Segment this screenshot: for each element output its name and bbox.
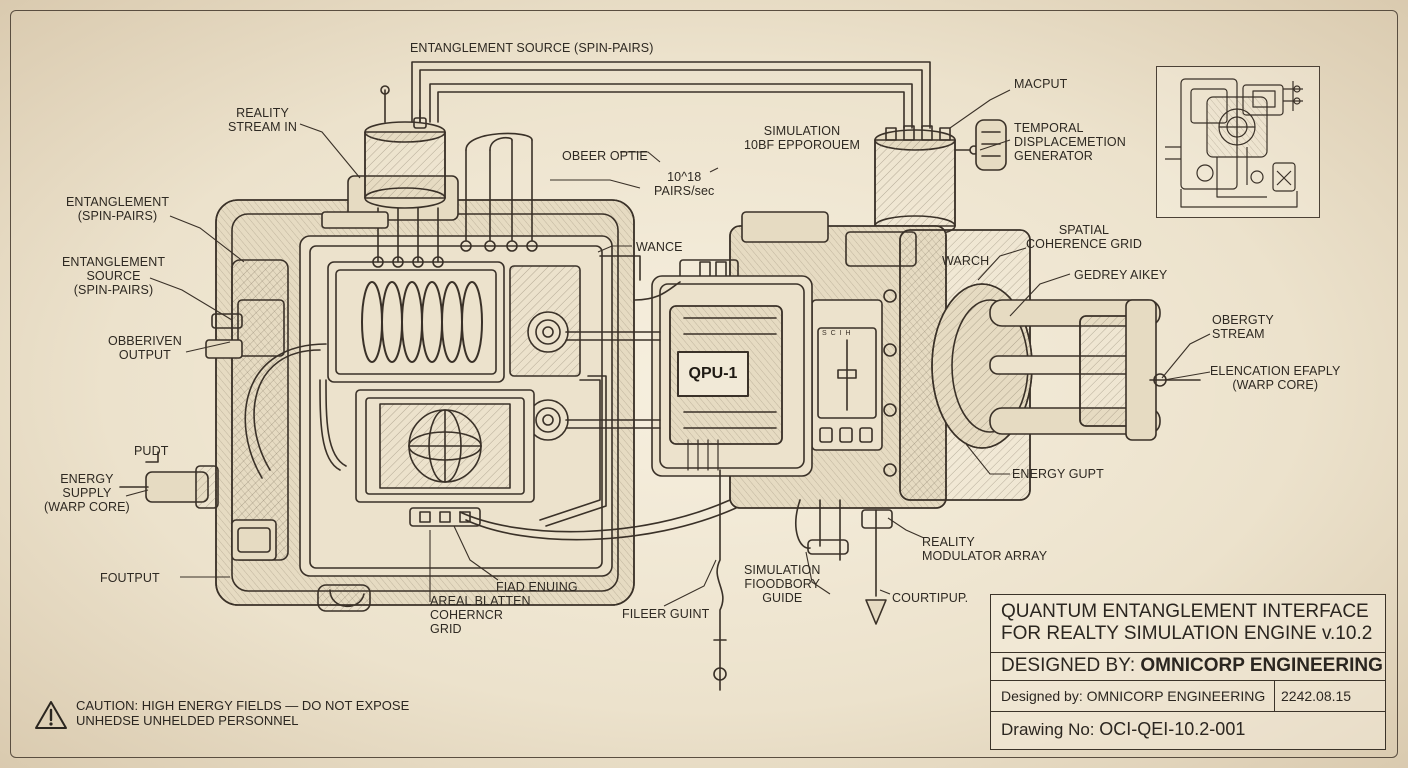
label-foutput: FOUTPUT <box>100 571 160 585</box>
input-canister <box>321 85 538 268</box>
label-macput: MACPUT <box>1014 77 1068 91</box>
output-canister <box>874 119 1007 237</box>
designed-by-row: DESIGNED BY: OMNICORP ENGINEERING <box>991 653 1385 681</box>
designed-by-small: Designed by: OMNICORP ENGINEERING <box>1001 688 1266 704</box>
label-wance: WANCE <box>636 240 683 254</box>
inset-drawing <box>1165 78 1303 208</box>
label-fileer-guint: FILEER GUINT <box>622 607 710 621</box>
left-clamp <box>205 313 243 359</box>
caution-notice: CAUTION: HIGH ENERGY FIELDS — DO NOT EXP… <box>30 696 430 736</box>
drawing-title: QUANTUM ENTANGLEMENT INTERFACE FOR REALT… <box>991 595 1385 653</box>
panel-scale-label: S C I H <box>822 330 852 337</box>
label-pudt: PUDT <box>134 444 169 458</box>
overhead-pipes <box>411 61 931 129</box>
designer-name: OMNICORP ENGINEERING <box>1140 655 1383 676</box>
bottom-probes <box>713 469 893 691</box>
caution-text: CAUTION: HIGH ENERGY FIELDS — DO NOT EXP… <box>76 698 410 728</box>
qpu-label: QPU-1 <box>688 365 738 382</box>
label-energy-gupt: ENERGY GUPT <box>1012 467 1104 481</box>
link-pipes <box>459 255 737 541</box>
left-housing <box>215 199 635 612</box>
inset-detail-view <box>1156 66 1320 218</box>
label-gedrey-aikey: GEDREY AIKEY <box>1074 268 1168 282</box>
date-divider <box>1274 681 1275 712</box>
qpu-module <box>651 275 813 477</box>
energy-supply-plug <box>119 451 219 509</box>
label-warch: WARCH <box>942 254 990 268</box>
leader-lines <box>125 89 1211 607</box>
label-courtipup: COURTIPUP. <box>892 591 969 605</box>
drawing-number: OCI-QEI-10.2-001 <box>1099 719 1246 739</box>
drawing-date: 2242.08.15 <box>1281 688 1352 704</box>
label-elencation: ELENCATION EFAPLY(WARP CORE) <box>1210 364 1341 392</box>
title-block: QUANTUM ENTANGLEMENT INTERFACE FOR REALT… <box>990 594 1386 750</box>
warning-icon <box>35 701 67 729</box>
sheet-border <box>10 10 1398 758</box>
label-entanglement-spin-pairs: ENTANGLEMENT(SPIN-PAIRS) <box>66 195 170 223</box>
label-fiad-enuing: FIAD ENUING <box>496 580 578 594</box>
label-entanglement-source-top: ENTANGLEMENT SOURCE (SPIN-PAIRS) <box>410 41 654 55</box>
rotor-disc <box>931 283 1201 449</box>
designer-date-row: Designed by: OMNICORP ENGINEERING 2242.0… <box>991 681 1385 712</box>
drawing-number-row: Drawing No: OCI-QEI-10.2-001 <box>1001 719 1246 739</box>
label-oberr-optie: OBEER OPTIE <box>562 149 648 163</box>
